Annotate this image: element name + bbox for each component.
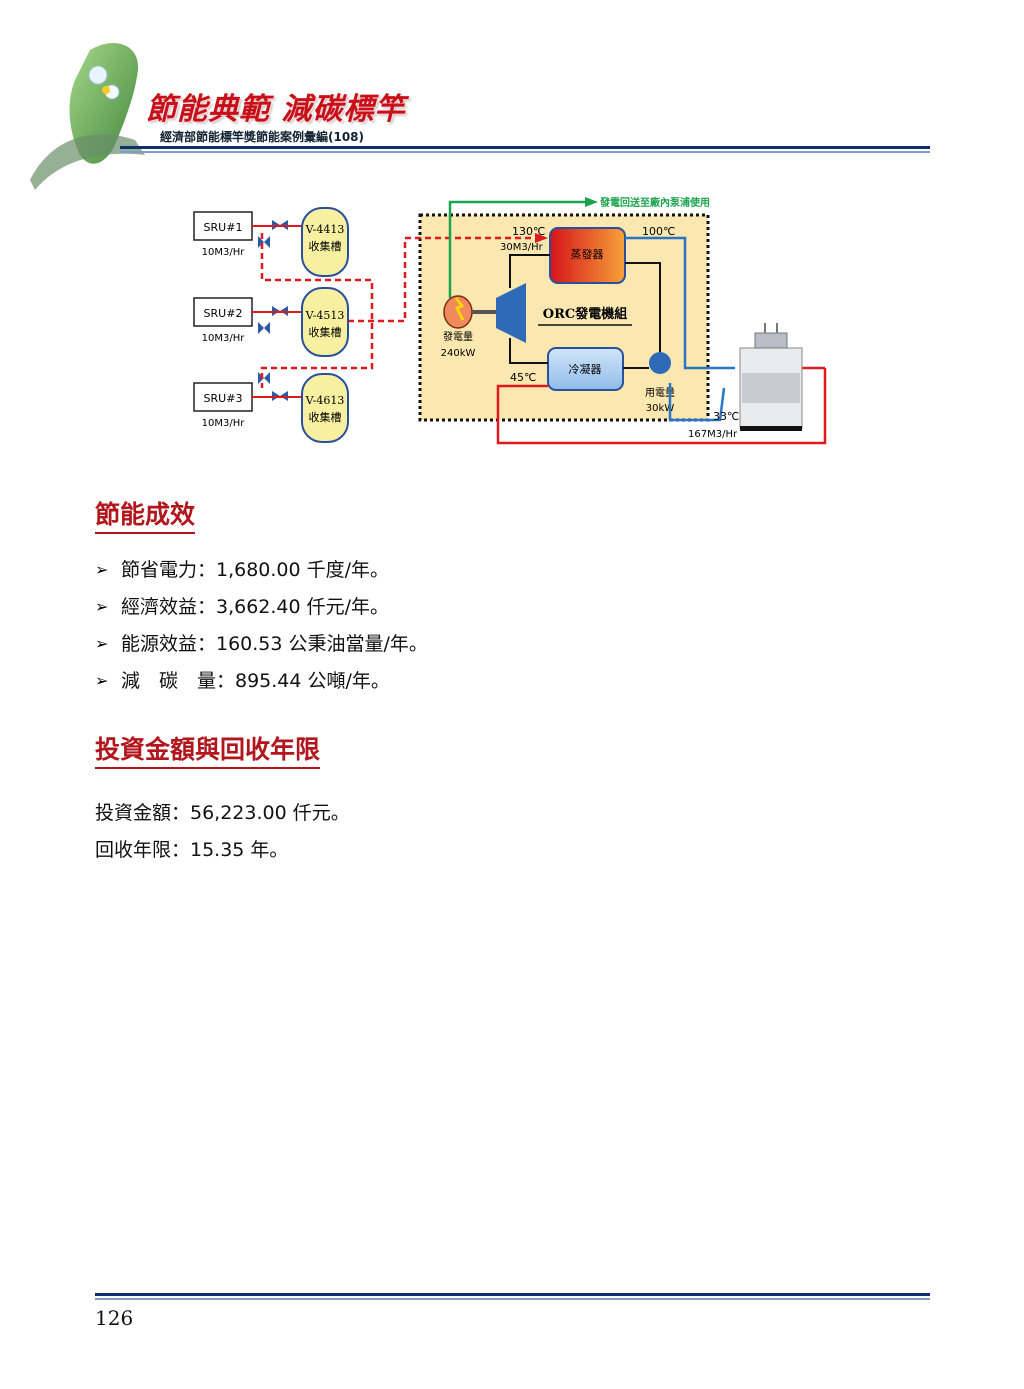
header-divider-thin xyxy=(120,151,930,153)
evaporator: 蒸發器 xyxy=(549,227,626,284)
svg-text:V-4613: V-4613 xyxy=(305,394,345,407)
tank-v4513: V-4513 收集槽 xyxy=(301,287,349,357)
cooling-tower-icon xyxy=(739,323,803,431)
sru-2-label: SRU#2 xyxy=(204,307,243,320)
page-header: 節能典範 減碳標竿 經濟部節能標竿獎節能案例彙編(108) xyxy=(0,0,1024,190)
svg-text:240kW: 240kW xyxy=(441,348,476,359)
turbine-icon xyxy=(496,283,526,343)
section-title-investment: 投資金額與回收年限 xyxy=(95,735,321,769)
pump-icon xyxy=(649,352,671,374)
tank-v4613: V-4613 收集槽 xyxy=(301,373,349,443)
list-item: ➢能源效益：160.53 公秉油當量/年。 xyxy=(95,633,428,655)
svg-text:冷凝器: 冷凝器 xyxy=(569,362,602,376)
section-title-energy-savings: 節能成效 xyxy=(95,500,196,534)
cooling-temp: 33℃ xyxy=(713,410,739,423)
list-item: ➢經濟效益：3,662.40 仟元/年。 xyxy=(95,596,390,618)
arrow-bullet-icon: ➢ xyxy=(95,597,109,616)
footer-divider-thin xyxy=(95,1298,930,1300)
header-divider xyxy=(120,146,930,149)
header-title: 節能典範 減碳標竿 xyxy=(146,92,406,127)
investment-amount: 投資金額：56,223.00 仟元。 xyxy=(95,802,350,824)
pump-value: 30kW xyxy=(646,403,675,414)
arrow-bullet-icon: ➢ xyxy=(95,634,109,653)
pump-label: 用電量 xyxy=(645,387,675,399)
tank-v4413: V-4413 收集槽 xyxy=(301,207,349,277)
list-item: ➢節省電力：1,680.00 千度/年。 xyxy=(95,559,390,581)
sru-1-flow: 10M3/Hr xyxy=(202,247,246,258)
svg-text:蒸發器: 蒸發器 xyxy=(571,247,604,261)
sru-2-flow: 10M3/Hr xyxy=(202,333,246,344)
sru-1: SRU#1 10M3/Hr xyxy=(193,211,253,258)
sru-3-flow: 10M3/Hr xyxy=(202,418,246,429)
orc-label: ORC發電機組 xyxy=(543,306,627,322)
condenser: 冷凝器 xyxy=(547,347,624,391)
cooling-flow: 167M3/Hr xyxy=(688,429,738,440)
payback-period: 回收年限：15.35 年。 xyxy=(95,839,289,861)
sru-3-label: SRU#3 xyxy=(204,392,243,405)
inlet-flow: 30M3/Hr xyxy=(500,242,544,253)
footer-divider xyxy=(95,1293,930,1296)
list-item: ➢減 碳 量：895.44 公噸/年。 xyxy=(95,670,390,692)
page-number: 126 xyxy=(95,1306,134,1330)
evap-out-temp: 100℃ xyxy=(642,225,675,238)
header-subtitle: 經濟部節能標竿獎節能案例彙編(108) xyxy=(160,130,365,144)
power-return-label: 發電回送至廠內泵浦使用 xyxy=(599,196,710,209)
svg-text:收集槽: 收集槽 xyxy=(309,410,342,424)
svg-text:發電量: 發電量 xyxy=(443,330,473,343)
svg-text:V-4413: V-4413 xyxy=(305,223,345,236)
inlet-temp: 130℃ xyxy=(512,225,545,238)
savings-list: ➢節省電力：1,680.00 千度/年。 ➢經濟效益：3,662.40 仟元/年… xyxy=(95,557,428,705)
arrow-bullet-icon: ➢ xyxy=(95,671,109,690)
orc-process-diagram: SRU#1 10M3/Hr SRU#2 10M3/Hr SRU#3 10M3/H… xyxy=(180,188,840,458)
sru-3: SRU#3 10M3/Hr xyxy=(193,382,253,429)
svg-text:V-4513: V-4513 xyxy=(305,309,345,322)
sru-1-label: SRU#1 xyxy=(204,221,243,234)
svg-text:收集槽: 收集槽 xyxy=(309,239,342,253)
arrow-bullet-icon: ➢ xyxy=(95,560,109,579)
generator: 發電量 240kW xyxy=(441,295,476,359)
condenser-temp: 45℃ xyxy=(510,371,536,384)
taiwan-logo-icon xyxy=(30,42,145,190)
svg-text:收集槽: 收集槽 xyxy=(309,325,342,339)
sru-2: SRU#2 10M3/Hr xyxy=(193,297,253,344)
investment-block: 投資金額：56,223.00 仟元。 回收年限：15.35 年。 xyxy=(95,795,350,869)
